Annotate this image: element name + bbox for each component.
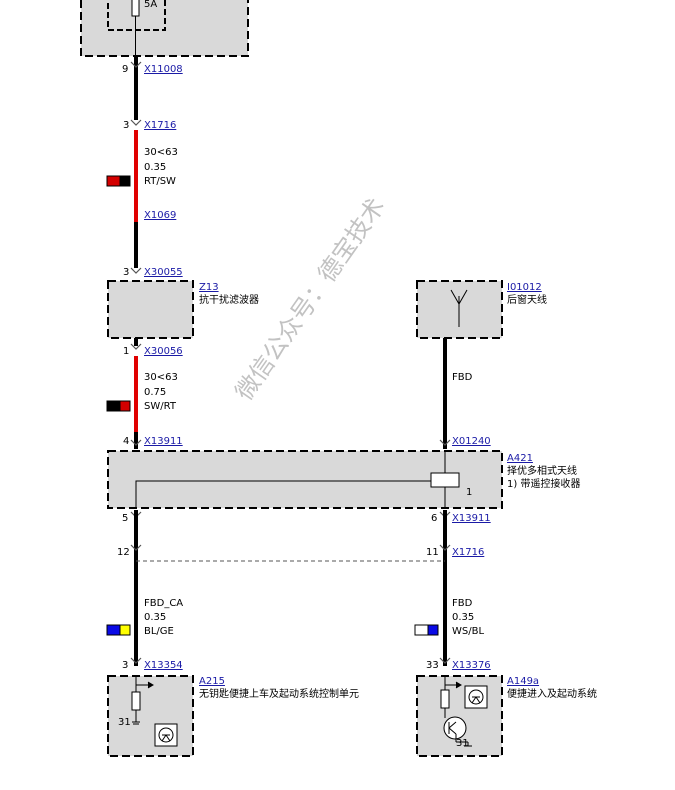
connector-x30056[interactable]: X30056 [144, 346, 183, 357]
antenna-icon [450, 289, 468, 327]
a421-id[interactable]: A421 [507, 453, 533, 464]
antenna-wire-label: FBD [452, 372, 473, 383]
z13-id[interactable]: Z13 [199, 282, 219, 293]
connector-x01240[interactable]: X01240 [452, 436, 491, 447]
a215-id[interactable]: A215 [199, 676, 225, 687]
a149a-id[interactable]: A149a [507, 676, 539, 687]
wire2-gauge: 0.75 [144, 387, 166, 398]
connector-x13911-bottom[interactable]: X13911 [452, 513, 491, 524]
a149a-pin: 33 [426, 660, 439, 671]
connector-x1716-top[interactable]: X1716 [144, 120, 176, 131]
wire1-gauge: 0.35 [144, 162, 166, 173]
x1716-left-pin: 12 [117, 547, 130, 558]
a215-name: 无钥匙便捷上车及起动系统控制单元 [199, 687, 359, 700]
connector-x13376[interactable]: X13376 [452, 660, 491, 671]
antenna-name: 后窗天线 [507, 293, 547, 306]
wire3-function: FBD_CA [144, 598, 183, 609]
wire4-color: WS/BL [452, 626, 484, 637]
a149a-module-icon [464, 685, 488, 709]
fuse-rating: 5A [144, 0, 157, 10]
connector-x30055[interactable]: X30055 [144, 267, 183, 278]
wire3-color-swatch [106, 624, 131, 636]
wire4-gauge: 0.35 [452, 612, 474, 623]
wire3-gauge: 0.35 [144, 612, 166, 623]
a215-ground-pin: 31 [118, 717, 131, 728]
a421-left-bottom-pin: 5 [122, 513, 128, 524]
wire1-function: 30<63 [144, 147, 178, 158]
antenna-id[interactable]: I01012 [507, 282, 542, 293]
a215-module-icon [154, 723, 178, 747]
a421-internal-circuit [135, 451, 460, 508]
z13-name: 抗干扰滤波器 [199, 293, 259, 306]
fuse-symbol [131, 0, 140, 17]
z13-top-pin: 3 [123, 267, 129, 278]
a149a-ground-pin: 31 [456, 738, 469, 749]
wire4-color-swatch [414, 624, 439, 636]
a149a-box [416, 675, 503, 757]
connector-x11008[interactable]: X11008 [144, 64, 183, 75]
a421-left-top-pin: 4 [123, 436, 129, 447]
a215-internal-circuit [131, 676, 154, 725]
wire4-function: FBD [452, 598, 473, 609]
a149a-internal-circuit [440, 676, 472, 747]
a215-pin: 3 [122, 660, 128, 671]
wire1-top-pin: 3 [123, 120, 129, 131]
a149a-name: 便捷进入及起动系统 [507, 687, 597, 700]
fuse-holder [107, 0, 166, 31]
connector-x1716-bottom[interactable]: X1716 [452, 547, 484, 558]
a421-note: 1) 带遥控接收器 [507, 477, 580, 490]
wire2-color: SW/RT [144, 401, 177, 412]
connector-x13354[interactable]: X13354 [144, 660, 183, 671]
a421-right-bottom-pin: 6 [431, 513, 437, 524]
a421-inner-pin: 1 [466, 487, 472, 498]
connector-x13911-top[interactable]: X13911 [144, 436, 183, 447]
z13-bottom-pin: 1 [123, 346, 129, 357]
x1716-right-pin: 11 [426, 547, 439, 558]
top-module-pin: 9 [122, 64, 128, 75]
splice-x1069[interactable]: X1069 [144, 210, 176, 221]
wire1-color: RT/SW [144, 176, 176, 187]
wire1-color-swatch [106, 175, 131, 187]
z13-box [107, 280, 194, 339]
wire3-color: BL/GE [144, 626, 174, 637]
a215-box [107, 675, 194, 757]
wire2-color-swatch [106, 400, 131, 412]
a421-name: 择优多相式天线 [507, 464, 577, 477]
wire2-function: 30<63 [144, 372, 178, 383]
